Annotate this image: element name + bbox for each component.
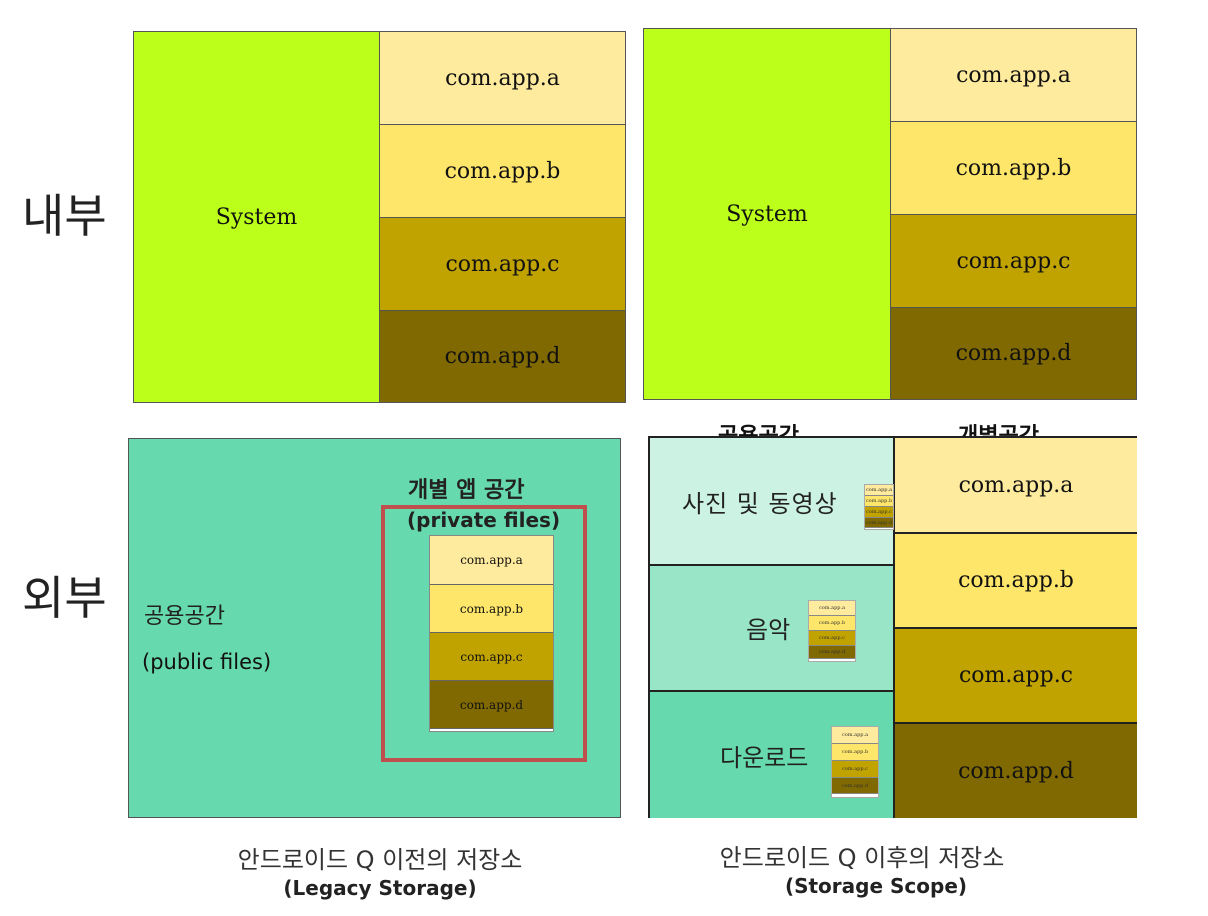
app-label: com.app.d	[958, 758, 1074, 784]
after-external-app-b: com.app.b	[895, 534, 1137, 629]
mini-app: com.app.c	[832, 761, 878, 778]
after-system-label: System	[726, 201, 808, 227]
before-private-app-c: com.app.c	[430, 633, 553, 681]
before-internal-app-d: com.app.d	[379, 310, 626, 403]
after-internal-app-a: com.app.a	[890, 28, 1137, 122]
after-shared-downloads: 다운로드 com.app.a com.app.b com.app.c com.a…	[650, 692, 895, 818]
before-private-app-b: com.app.b	[430, 585, 553, 633]
music-label: 음악	[746, 616, 791, 644]
before-internal-app-a: com.app.a	[379, 31, 626, 125]
mini-app: com.app.c	[865, 507, 893, 518]
app-label: com.app.a	[956, 62, 1071, 88]
mini-app: com.app.a	[809, 601, 855, 616]
downloads-app-stack: com.app.a com.app.b com.app.c com.app.d	[831, 726, 879, 798]
music-app-stack: com.app.a com.app.b com.app.c com.app.d	[808, 600, 856, 662]
after-external-app-c: com.app.c	[895, 629, 1137, 724]
before-private-app-d: com.app.d	[430, 681, 553, 729]
before-private-app-a: com.app.a	[430, 536, 553, 585]
after-internal-storage: System com.app.a com.app.b com.app.c com…	[643, 28, 1137, 400]
mini-app: com.app.d	[809, 646, 855, 659]
downloads-label: 다운로드	[720, 744, 809, 772]
app-label: com.app.a	[460, 553, 523, 567]
internal-label: 내부	[22, 189, 107, 243]
after-shared-photos: 사진 및 동영상 com.app.a com.app.b com.app.c c…	[650, 438, 895, 566]
app-label: com.app.c	[460, 649, 523, 664]
photos-label: 사진 및 동영상	[682, 490, 838, 518]
before-internal-app-b: com.app.b	[379, 124, 626, 218]
before-private-subtitle: (private files)	[407, 508, 561, 532]
before-private-title: 개별 앱 공간	[408, 478, 525, 503]
app-label: com.app.c	[956, 248, 1071, 274]
mini-app: com.app.a	[865, 485, 893, 496]
after-caption-sub: (Storage Scope)	[784, 874, 968, 898]
app-label: com.app.a	[958, 472, 1074, 498]
after-caption: 안드로이드 Q 이후의 저장소	[719, 844, 1005, 872]
app-label: com.app.c	[958, 663, 1074, 688]
app-label: com.app.b	[459, 601, 524, 616]
app-label: com.app.d	[955, 341, 1072, 366]
after-system-block: System	[643, 28, 891, 400]
after-external-app-d: com.app.d	[895, 724, 1137, 818]
mini-app: com.app.c	[809, 631, 855, 646]
before-caption-sub: (Legacy Storage)	[283, 876, 477, 900]
before-private-files-frame	[381, 505, 587, 762]
photos-app-stack: com.app.a com.app.b com.app.c com.app.d	[864, 484, 894, 530]
before-public-title: 공용공간	[144, 604, 225, 629]
before-internal-storage: System com.app.a com.app.b com.app.c com…	[133, 31, 626, 403]
app-label: com.app.b	[958, 568, 1074, 593]
before-system-block: System	[133, 31, 380, 403]
mini-app: com.app.a	[832, 727, 878, 744]
mini-app: com.app.b	[809, 616, 855, 631]
app-label: com.app.b	[444, 158, 561, 184]
before-private-app-stack: com.app.a com.app.b com.app.c com.app.d	[429, 535, 554, 732]
after-internal-app-c: com.app.c	[890, 214, 1137, 308]
mini-app: com.app.b	[832, 744, 878, 761]
app-label: com.app.b	[955, 155, 1072, 181]
app-label: com.app.d	[444, 344, 561, 369]
app-label: com.app.d	[459, 697, 524, 712]
before-public-subtitle: (public files)	[142, 650, 272, 674]
app-label: com.app.c	[445, 251, 560, 277]
before-caption: 안드로이드 Q 이전의 저장소	[237, 846, 523, 874]
mini-app: com.app.b	[865, 496, 893, 507]
external-label: 외부	[22, 571, 107, 625]
mini-app: com.app.d	[832, 778, 878, 794]
mini-app: com.app.d	[865, 518, 893, 528]
before-internal-app-c: com.app.c	[379, 217, 626, 311]
after-internal-app-b: com.app.b	[890, 121, 1137, 215]
after-external-storage: 사진 및 동영상 com.app.a com.app.b com.app.c c…	[648, 436, 1137, 818]
after-external-app-a: com.app.a	[895, 438, 1137, 534]
after-internal-app-d: com.app.d	[890, 307, 1137, 400]
before-system-label: System	[215, 204, 298, 230]
app-label: com.app.a	[445, 65, 560, 91]
after-shared-music: 음악 com.app.a com.app.b com.app.c com.app…	[650, 566, 895, 692]
